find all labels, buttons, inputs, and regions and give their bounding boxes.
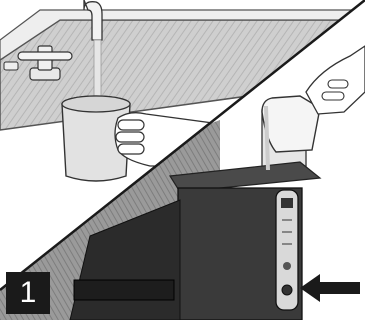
faucet-icon — [83, 0, 103, 41]
faucet-handle-icon — [3, 45, 73, 81]
brew-button-icon — [281, 284, 293, 296]
display-icon — [281, 198, 293, 208]
arrow-left-icon — [300, 274, 360, 302]
pitcher-icon — [261, 95, 321, 171]
control-panel — [275, 189, 299, 311]
step-number-badge: 1 — [6, 272, 50, 314]
panel-divider — [0, 0, 365, 291]
mug-icon — [61, 95, 131, 182]
size-button-icon — [283, 262, 291, 270]
